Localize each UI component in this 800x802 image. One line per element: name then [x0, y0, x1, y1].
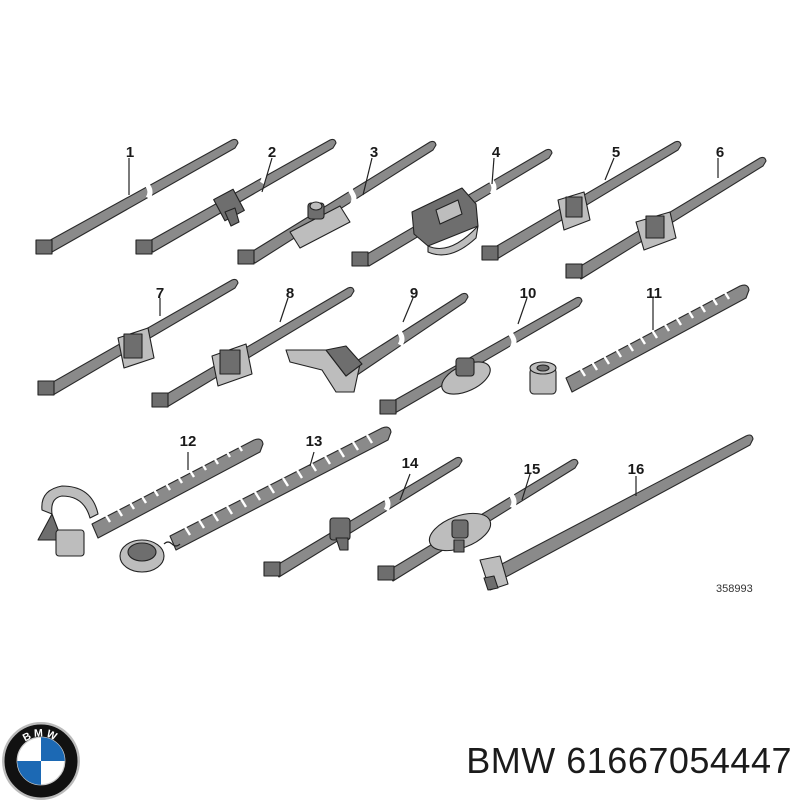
callout-7: 7: [156, 285, 164, 302]
part-8: [151, 286, 355, 408]
part-12: [37, 438, 264, 557]
bmw-logo: BMW: [2, 722, 80, 800]
callout-5: 5: [612, 144, 620, 161]
part-9: [285, 292, 469, 393]
part-1: [35, 138, 239, 255]
part-13: [119, 426, 392, 573]
part-6: [565, 156, 767, 280]
callout-6: 6: [716, 144, 724, 161]
callout-14: 14: [402, 455, 419, 472]
callout-11: 11: [646, 285, 662, 302]
part-11: [529, 284, 750, 395]
callout-15: 15: [524, 461, 541, 478]
part-16: [479, 434, 754, 591]
svg-text:BMW: BMW: [21, 727, 61, 744]
drawing-number: 358993: [716, 583, 753, 595]
part-number: 61667054447: [566, 740, 792, 781]
callout-4: 4: [492, 144, 501, 161]
part-14: [263, 456, 463, 578]
part-7: [37, 278, 239, 396]
callout-1: 1: [126, 144, 134, 161]
callout-3: 3: [370, 144, 378, 161]
part-2: [135, 138, 337, 255]
part-5: [481, 140, 682, 261]
callout-13: 13: [306, 433, 323, 450]
part-4: [351, 148, 553, 267]
callout-12: 12: [180, 433, 197, 450]
part-3: [237, 140, 437, 265]
callout-16: 16: [628, 461, 645, 478]
callout-2: 2: [268, 144, 276, 161]
brand-name: BMW: [466, 740, 556, 781]
part-10: [379, 296, 583, 415]
callout-9: 9: [410, 285, 418, 302]
callout-8: 8: [286, 285, 294, 302]
callout-10: 10: [520, 285, 537, 302]
part-15: [377, 458, 579, 582]
brand-part-number-caption: BMW 61667054447: [412, 740, 792, 782]
